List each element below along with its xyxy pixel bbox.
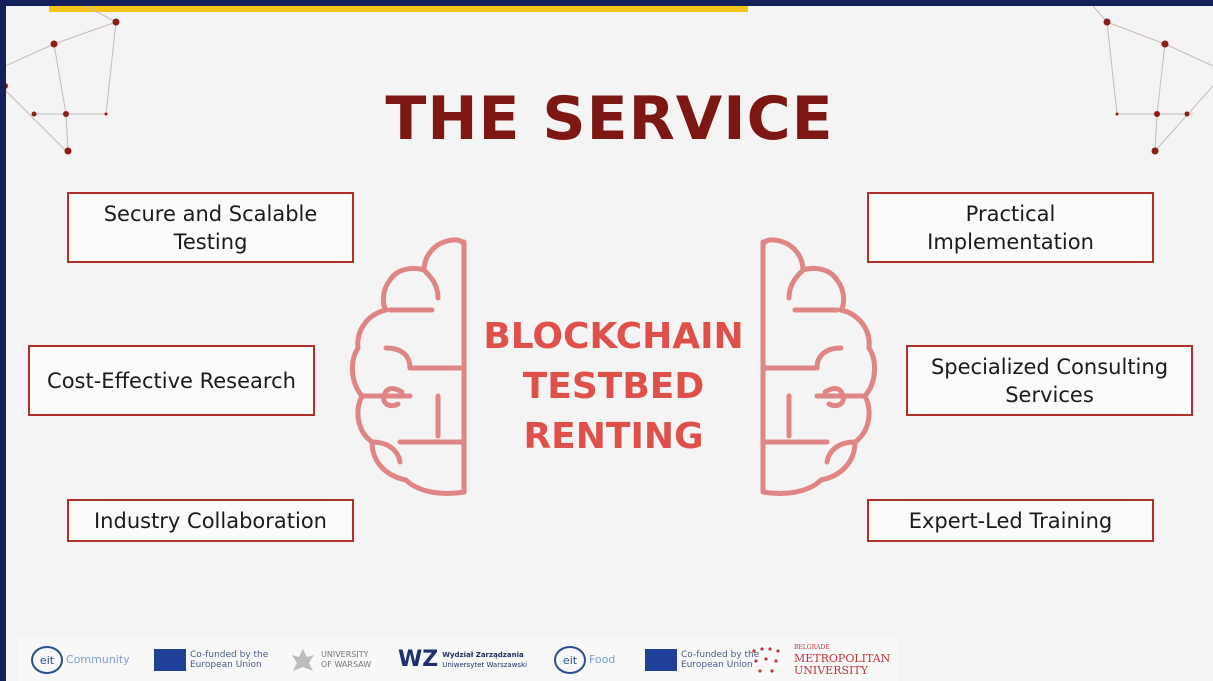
center-heading-line-2: TESTBED: [522, 366, 705, 407]
service-box-specialized-consulting: Specialized Consulting Services: [906, 345, 1193, 416]
service-box-secure-testing: Secure and Scalable Testing: [67, 192, 354, 263]
network-decoration-left: [6, 6, 120, 155]
center-heading-line-1: BLOCKCHAIN: [483, 316, 744, 357]
slide: THE SERVICE Secure and Scalable Testing …: [6, 6, 1213, 681]
eu-line-1: Co-funded by the: [190, 649, 269, 660]
wz-line-2: Uniwersytet Warszawski: [442, 660, 528, 669]
eu-line-2: European Union: [190, 659, 262, 670]
eit-community-logo: eit Community: [30, 638, 130, 681]
uw-line-2: OF WARSAW: [321, 659, 372, 669]
bmu-small: BELGRADE: [794, 643, 830, 651]
eu-line-2: European Union: [681, 659, 753, 670]
center-heading: BLOCKCHAIN TESTBED RENTING: [476, 312, 751, 462]
brain-right-half-icon: [760, 237, 877, 496]
eagle-emblem-icon: [292, 648, 314, 671]
wz-mark: WZ: [398, 647, 439, 672]
eit-food-badge-text: eit: [563, 654, 578, 667]
eit-food-label: Food: [589, 652, 616, 666]
eit-badge-icon: eit: [554, 645, 586, 674]
eu-flag-icon: [645, 648, 677, 671]
belgrade-metropolitan-university-logo: BELGRADE METROPOLITAN UNIVERSITY: [748, 638, 890, 681]
wz-line-1: Wydział Zarządzania: [442, 650, 524, 659]
eit-badge-text: eit: [40, 654, 55, 667]
bmu-line-1: METROPOLITAN: [794, 651, 891, 665]
center-heading-line-3: RENTING: [523, 416, 704, 457]
service-box-cost-effective-research: Cost-Effective Research: [28, 345, 315, 416]
service-box-expert-led-training: Expert-Led Training: [867, 499, 1154, 542]
eu-flag-icon: [154, 648, 186, 671]
service-box-practical-implementation: Practical Implementation: [867, 192, 1154, 263]
network-decoration-right: [1092, 6, 1213, 155]
eit-community-label: Community: [66, 652, 130, 666]
page-title: THE SERVICE: [385, 84, 834, 154]
brain-left-half-icon: [350, 237, 467, 496]
top-accent-bar: [49, 6, 748, 12]
bmu-line-2: UNIVERSITY: [794, 663, 868, 677]
eit-badge-icon: eit: [31, 645, 63, 674]
service-box-industry-collaboration: Industry Collaboration: [67, 499, 354, 542]
bmu-emblem-icon: [752, 646, 780, 673]
uw-line-1: UNIVERSITY: [321, 649, 369, 659]
eu-line-1: Co-funded by the: [681, 649, 760, 660]
eit-food-logo: eit Food: [553, 638, 615, 681]
